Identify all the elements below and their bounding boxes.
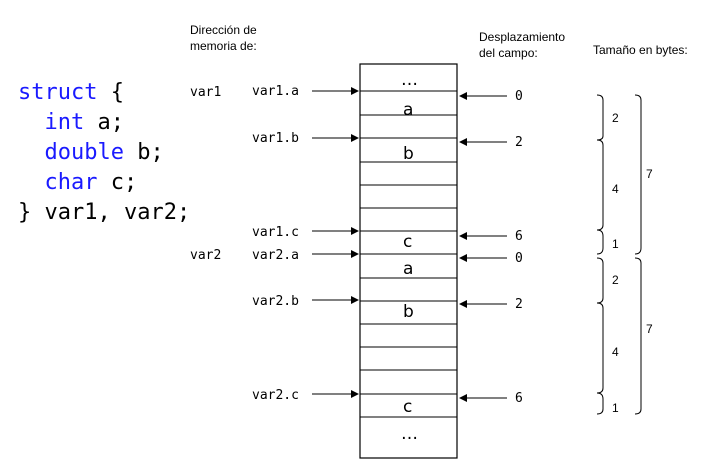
int-keyword: int [44, 110, 85, 135]
address-var1-a: var1.a [252, 84, 299, 99]
bracket-v2-c [596, 392, 604, 415]
cell-bottom-ellipsis: … [401, 424, 418, 444]
open-brace: { [97, 80, 124, 105]
bracket-v1-b [596, 139, 604, 231]
cell-var2-b: b [403, 302, 414, 322]
size-brackets [596, 94, 642, 415]
size-v1-c: 1 [612, 237, 619, 251]
offset-v1-b: 2 [515, 135, 523, 150]
offset-v2-b: 2 [515, 297, 523, 312]
struct-keyword: struct [18, 80, 98, 105]
bracket-v2-b [596, 302, 604, 394]
struct-code-line-3: double b; [18, 138, 164, 168]
cell-top-ellipsis: … [401, 70, 418, 90]
offset-v1-c: 6 [515, 229, 523, 244]
address-header: Dirección de memoria de: [190, 22, 257, 54]
size-v1-total: 7 [646, 167, 653, 181]
var1-label: var1 [190, 85, 222, 100]
address-var2-c: var2.c [252, 388, 299, 403]
size-v2-b: 4 [612, 345, 619, 359]
memory-block [359, 63, 458, 459]
field-b-decl: b; [123, 140, 164, 165]
size-v2-c: 1 [612, 401, 619, 415]
address-header-line-1: Dirección de [190, 23, 257, 37]
address-arrows [312, 87, 359, 398]
struct-code-line-1: struct { [18, 78, 124, 108]
double-keyword: double [44, 140, 124, 165]
address-var1-c: var1.c [252, 225, 299, 240]
cell-var1-a: a [403, 100, 414, 120]
size-v1-a: 2 [612, 111, 619, 125]
offset-v1-a: 0 [515, 89, 523, 104]
bracket-v1-a [596, 94, 604, 141]
offset-v2-a: 0 [515, 251, 523, 266]
struct-code-line-4: char c; [18, 168, 138, 198]
cell-var2-c: c [403, 397, 413, 417]
address-var1-b: var1.b [252, 131, 299, 146]
bracket-v1-c [596, 229, 604, 255]
bracket-v1-total [634, 94, 642, 255]
address-header-line-2: memoria de: [190, 39, 257, 53]
offset-v2-c: 6 [515, 391, 523, 406]
size-v2-a: 2 [612, 273, 619, 287]
struct-code-line-2: int a; [18, 108, 125, 138]
cell-var2-a: a [403, 259, 414, 279]
size-header: Tamaño en bytes: [593, 43, 688, 57]
bracket-v2-a [596, 257, 604, 304]
offset-header: Desplazamiento del campo: [479, 29, 565, 61]
size-v1-b: 4 [612, 182, 619, 196]
offset-header-line-1: Desplazamiento [479, 30, 566, 44]
offset-arrows [459, 92, 507, 402]
offset-header-line-2: del campo: [479, 46, 538, 60]
field-a-decl: a; [84, 110, 124, 135]
cell-var1-b: b [403, 144, 414, 164]
bracket-v2-total [634, 257, 642, 415]
address-var2-a: var2.a [252, 248, 299, 263]
var2-label: var2 [190, 248, 222, 263]
size-v2-total: 7 [646, 322, 653, 336]
struct-code-line-5: } var1, var2; [18, 200, 191, 225]
field-c-decl: c; [97, 170, 138, 195]
address-var2-b: var2.b [252, 294, 299, 309]
char-keyword: char [44, 170, 98, 195]
cell-var1-c: c [403, 232, 413, 252]
